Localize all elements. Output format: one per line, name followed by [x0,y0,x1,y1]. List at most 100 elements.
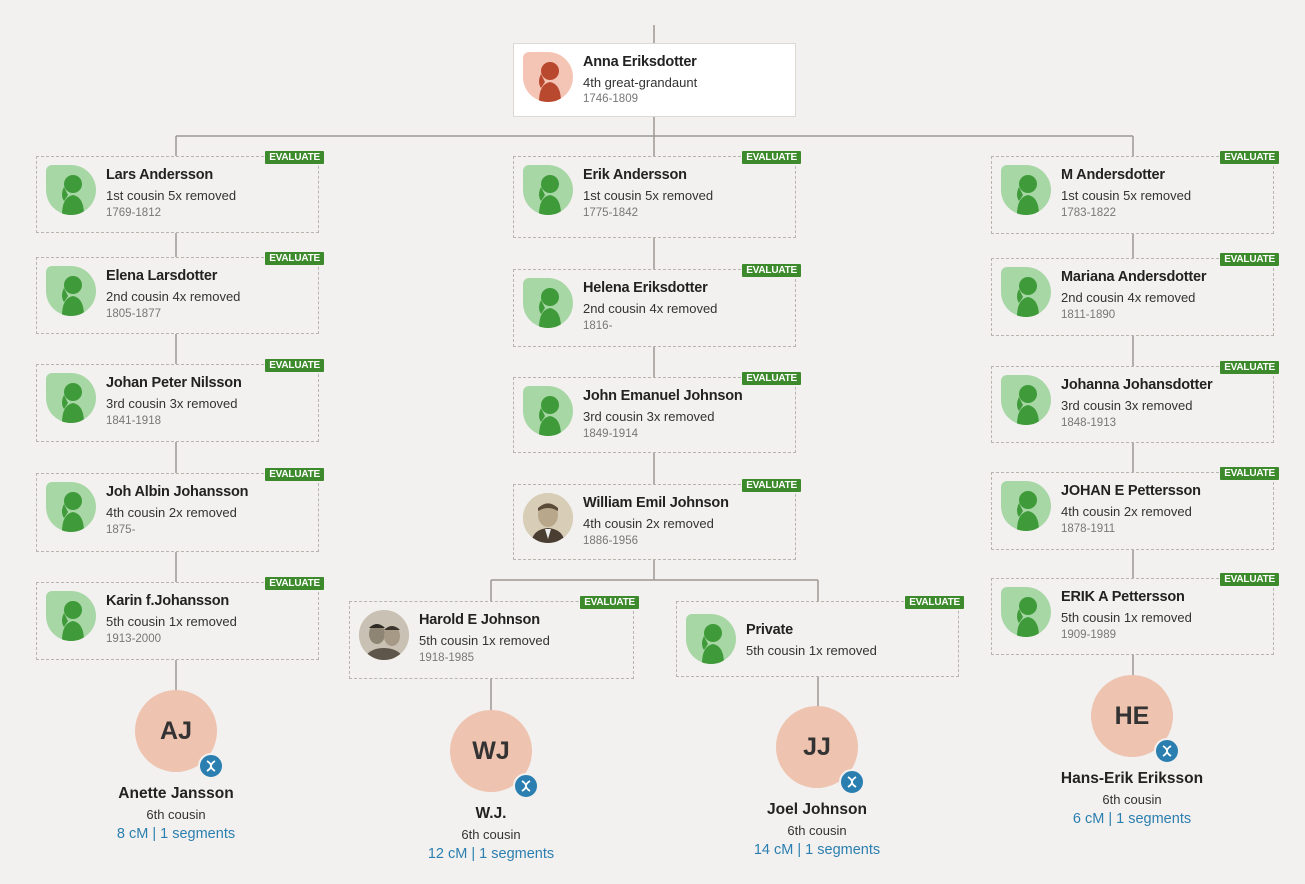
person-name[interactable]: Lars Andersson [106,167,214,183]
person-lifespan: 1841-1918 [106,415,161,427]
person-card[interactable]: EVALUATE Helena Eriksdotter 2nd cousin 4… [513,263,802,347]
evaluate-badge[interactable]: EVALUATE [264,358,325,373]
evaluate-badge[interactable]: EVALUATE [741,150,802,165]
person-lifespan: 1849-1914 [583,428,638,440]
person-card[interactable]: EVALUATE Johan Peter Nilsson 3rd cousin … [36,358,325,442]
female-silhouette-icon [46,482,96,532]
female-silhouette-icon [46,591,96,641]
match-initials: JJ [803,732,831,761]
person-card[interactable]: EVALUATE Harold E Johnson 5th cousin 1x … [349,595,640,679]
person-name[interactable]: Erik Andersson [583,167,687,183]
person-relationship: 3rd cousin 3x removed [583,409,715,424]
female-silhouette-icon [1001,267,1051,317]
person-relationship: 2nd cousin 4x removed [583,301,718,316]
evaluate-badge[interactable]: EVALUATE [1219,360,1280,375]
dna-match[interactable]: WJ W.J. 6th cousin 12 cM | 1 segments [381,710,601,862]
person-lifespan: 1918-1985 [419,652,474,664]
person-card[interactable]: EVALUATE Private 5th cousin 1x removed [676,595,965,677]
match-avatar[interactable]: HE [1091,675,1180,764]
person-relationship: 4th cousin 2x removed [583,516,714,531]
person-card[interactable]: EVALUATE Johanna Johansdotter 3rd cousin… [991,360,1280,443]
evaluate-badge[interactable]: EVALUATE [1219,150,1280,165]
evaluate-badge[interactable]: EVALUATE [1219,466,1280,481]
person-card[interactable]: EVALUATE ERIK A Pettersson 5th cousin 1x… [991,572,1280,655]
person-name[interactable]: Private [746,622,793,638]
match-shared-dna-link[interactable]: 12 cM | 1 segments [427,846,555,862]
person-name[interactable]: Helena Eriksdotter [583,280,708,296]
match-shared-dna-link[interactable]: 14 cM | 1 segments [753,842,881,858]
female-silhouette-icon [523,386,573,436]
person-relationship: 4th cousin 2x removed [1061,504,1192,519]
person-card[interactable]: EVALUATE William Emil Johnson 4th cousin… [513,478,802,560]
female-silhouette-icon [1001,587,1051,637]
match-name[interactable]: Anette Jansson [118,785,234,802]
person-name[interactable]: M Andersdotter [1061,167,1165,183]
match-avatar[interactable]: WJ [450,710,539,799]
dna-match[interactable]: HE Hans-Erik Eriksson 6th cousin 6 cM | … [1022,675,1242,827]
person-relationship: 3rd cousin 3x removed [106,396,238,411]
person-name[interactable]: Harold E Johnson [419,612,540,628]
person-lifespan: 1769-1812 [106,207,161,219]
portrait-photo [523,493,573,543]
person-card[interactable]: EVALUATE Lars Andersson 1st cousin 5x re… [36,150,325,233]
female-silhouette-icon [523,165,573,215]
person-name[interactable]: John Emanuel Johnson [583,388,743,404]
evaluate-badge[interactable]: EVALUATE [264,467,325,482]
evaluate-badge[interactable]: EVALUATE [741,263,802,278]
person-name[interactable]: William Emil Johnson [583,495,729,511]
evaluate-badge[interactable]: EVALUATE [579,595,640,610]
person-name[interactable]: Johan Peter Nilsson [106,375,242,391]
person-relationship: 5th cousin 1x removed [106,614,237,629]
evaluate-badge[interactable]: EVALUATE [264,251,325,266]
match-name[interactable]: Joel Johnson [767,801,867,818]
dna-match[interactable]: JJ Joel Johnson 6th cousin 14 cM | 1 seg… [707,706,927,858]
match-shared-dna-link[interactable]: 6 cM | 1 segments [1072,811,1192,827]
person-relationship: 4th great-grandaunt [583,75,698,90]
person-card[interactable]: EVALUATE Mariana Andersdotter 2nd cousin… [991,252,1280,336]
match-initials: HE [1114,701,1150,730]
dna-match[interactable]: AJ Anette Jansson 6th cousin 8 cM | 1 se… [66,690,286,842]
person-name[interactable]: ERIK A Pettersson [1061,589,1185,605]
match-name[interactable]: W.J. [475,805,507,822]
person-relationship: 5th cousin 1x removed [1061,610,1192,625]
person-relationship: 2nd cousin 4x removed [1061,290,1196,305]
person-name[interactable]: Johanna Johansdotter [1061,377,1213,393]
person-card[interactable]: EVALUATE Erik Andersson 1st cousin 5x re… [513,150,802,238]
person-lifespan: 1878-1911 [1061,523,1116,535]
evaluate-badge[interactable]: EVALUATE [1219,572,1280,587]
person-lifespan: 1783-1822 [1061,207,1116,219]
person-lifespan: 1886-1956 [583,535,638,547]
person-name[interactable]: JOHAN E Pettersson [1061,483,1201,499]
person-card[interactable]: EVALUATE John Emanuel Johnson 3rd cousin… [513,371,802,453]
person-lifespan: 1816- [583,320,613,332]
person-name[interactable]: Karin f.Johansson [106,593,230,609]
match-avatar[interactable]: AJ [135,690,224,779]
person-relationship: 4th cousin 2x removed [106,505,237,520]
match-avatar[interactable]: JJ [776,706,865,795]
evaluate-badge[interactable]: EVALUATE [904,595,965,610]
match-initials: WJ [472,736,510,765]
female-silhouette-icon [523,52,573,102]
person-card[interactable]: EVALUATE Karin f.Johansson 5th cousin 1x… [36,576,325,660]
person-card[interactable]: EVALUATE Joh Albin Johansson 4th cousin … [36,467,325,552]
person-card[interactable]: EVALUATE JOHAN E Pettersson 4th cousin 2… [991,466,1280,550]
match-shared-dna-link[interactable]: 8 cM | 1 segments [116,826,236,842]
evaluate-badge[interactable]: EVALUATE [264,150,325,165]
person-card[interactable]: EVALUATE M Andersdotter 1st cousin 5x re… [991,150,1280,234]
person-relationship: 1st cousin 5x removed [106,188,237,203]
match-name[interactable]: Hans-Erik Eriksson [1060,770,1204,787]
female-silhouette-icon [1001,481,1051,531]
person-name[interactable]: Elena Larsdotter [106,268,218,284]
evaluate-badge[interactable]: EVALUATE [1219,252,1280,267]
evaluate-badge[interactable]: EVALUATE [741,478,802,493]
female-silhouette-icon [1001,375,1051,425]
person-name[interactable]: Joh Albin Johansson [106,484,249,500]
evaluate-badge[interactable]: EVALUATE [741,371,802,386]
evaluate-badge[interactable]: EVALUATE [264,576,325,591]
female-silhouette-icon [46,373,96,423]
person-name[interactable]: Mariana Andersdotter [1061,269,1207,285]
root-person-card[interactable]: Anna Eriksdotter 4th great-grandaunt 174… [513,43,796,117]
person-card[interactable]: EVALUATE Elena Larsdotter 2nd cousin 4x … [36,251,325,334]
person-relationship: 1st cousin 5x removed [583,188,714,203]
